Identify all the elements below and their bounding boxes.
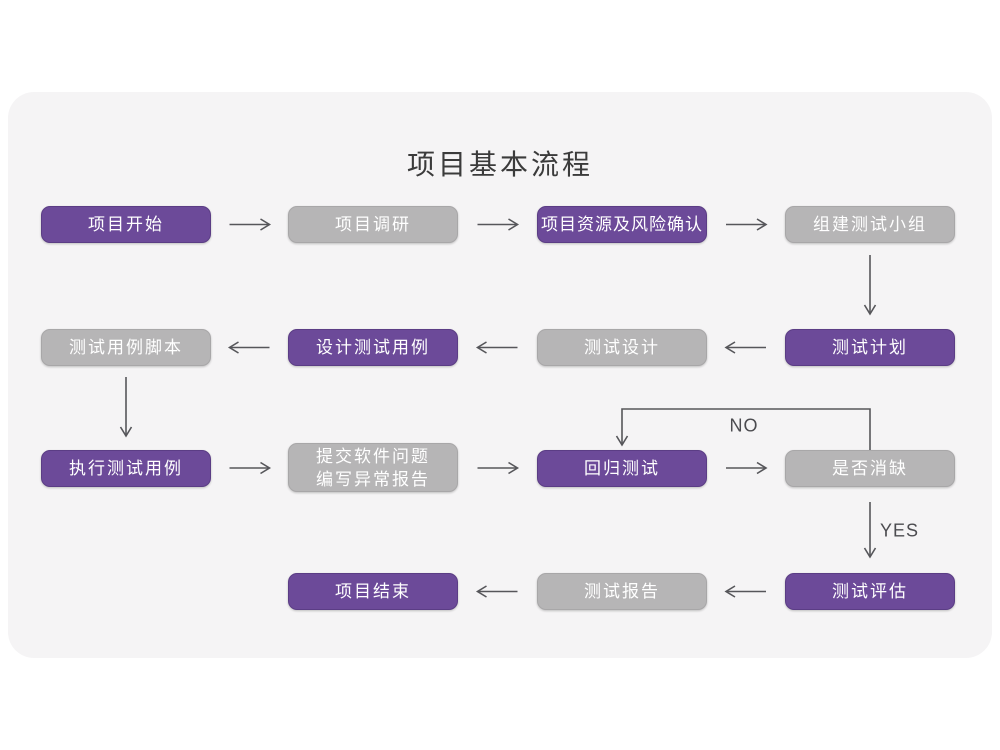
edge-label-no: NO [729,415,759,436]
node-design-test-cases: 设计测试用例 [288,329,458,366]
node-test-case-scripts: 测试用例脚本 [41,329,211,366]
node-regression-test: 回归测试 [537,450,707,487]
node-defect-resolved: 是否消缺 [785,450,955,487]
node-execute-test-cases: 执行测试用例 [41,450,211,487]
node-test-plan: 测试计划 [785,329,955,366]
page-title: 项目基本流程 [406,149,593,180]
node-resource-risk-confirm: 项目资源及风险确认 [537,206,707,243]
node-project-research: 项目调研 [288,206,458,243]
node-project-end: 项目结束 [288,573,458,610]
node-build-test-team: 组建测试小组 [785,206,955,243]
node-test-evaluation: 测试评估 [785,573,955,610]
node-submit-issues: 提交软件问题 编写异常报告 [288,443,458,492]
node-project-start: 项目开始 [41,206,211,243]
node-test-design: 测试设计 [537,329,707,366]
flowchart-card [8,92,992,658]
node-test-report: 测试报告 [537,573,707,610]
edge-label-yes: YES [880,520,920,541]
